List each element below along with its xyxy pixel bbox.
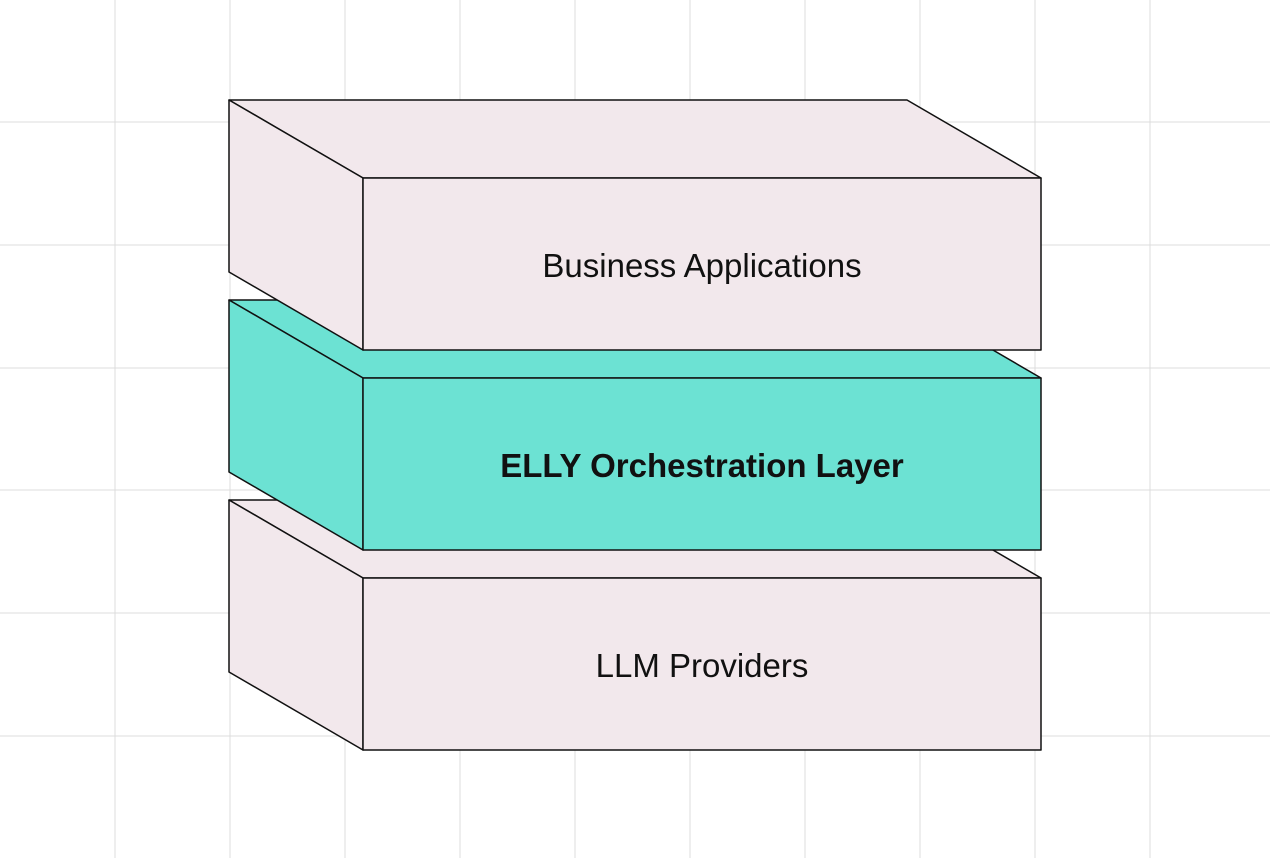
layer-business-applications-top [228, 99, 1042, 179]
layer-llm-providers-label: LLM Providers [596, 647, 809, 684]
layer-orchestration-label: ELLY Orchestration Layer [500, 447, 904, 484]
layer-business-applications-front [362, 177, 1042, 351]
layer-business-applications-label: Business Applications [542, 247, 861, 284]
layer-orchestration-front [362, 377, 1042, 551]
layer-llm-providers-front [362, 577, 1042, 751]
layer-business-applications: Business Applications [228, 99, 1042, 351]
